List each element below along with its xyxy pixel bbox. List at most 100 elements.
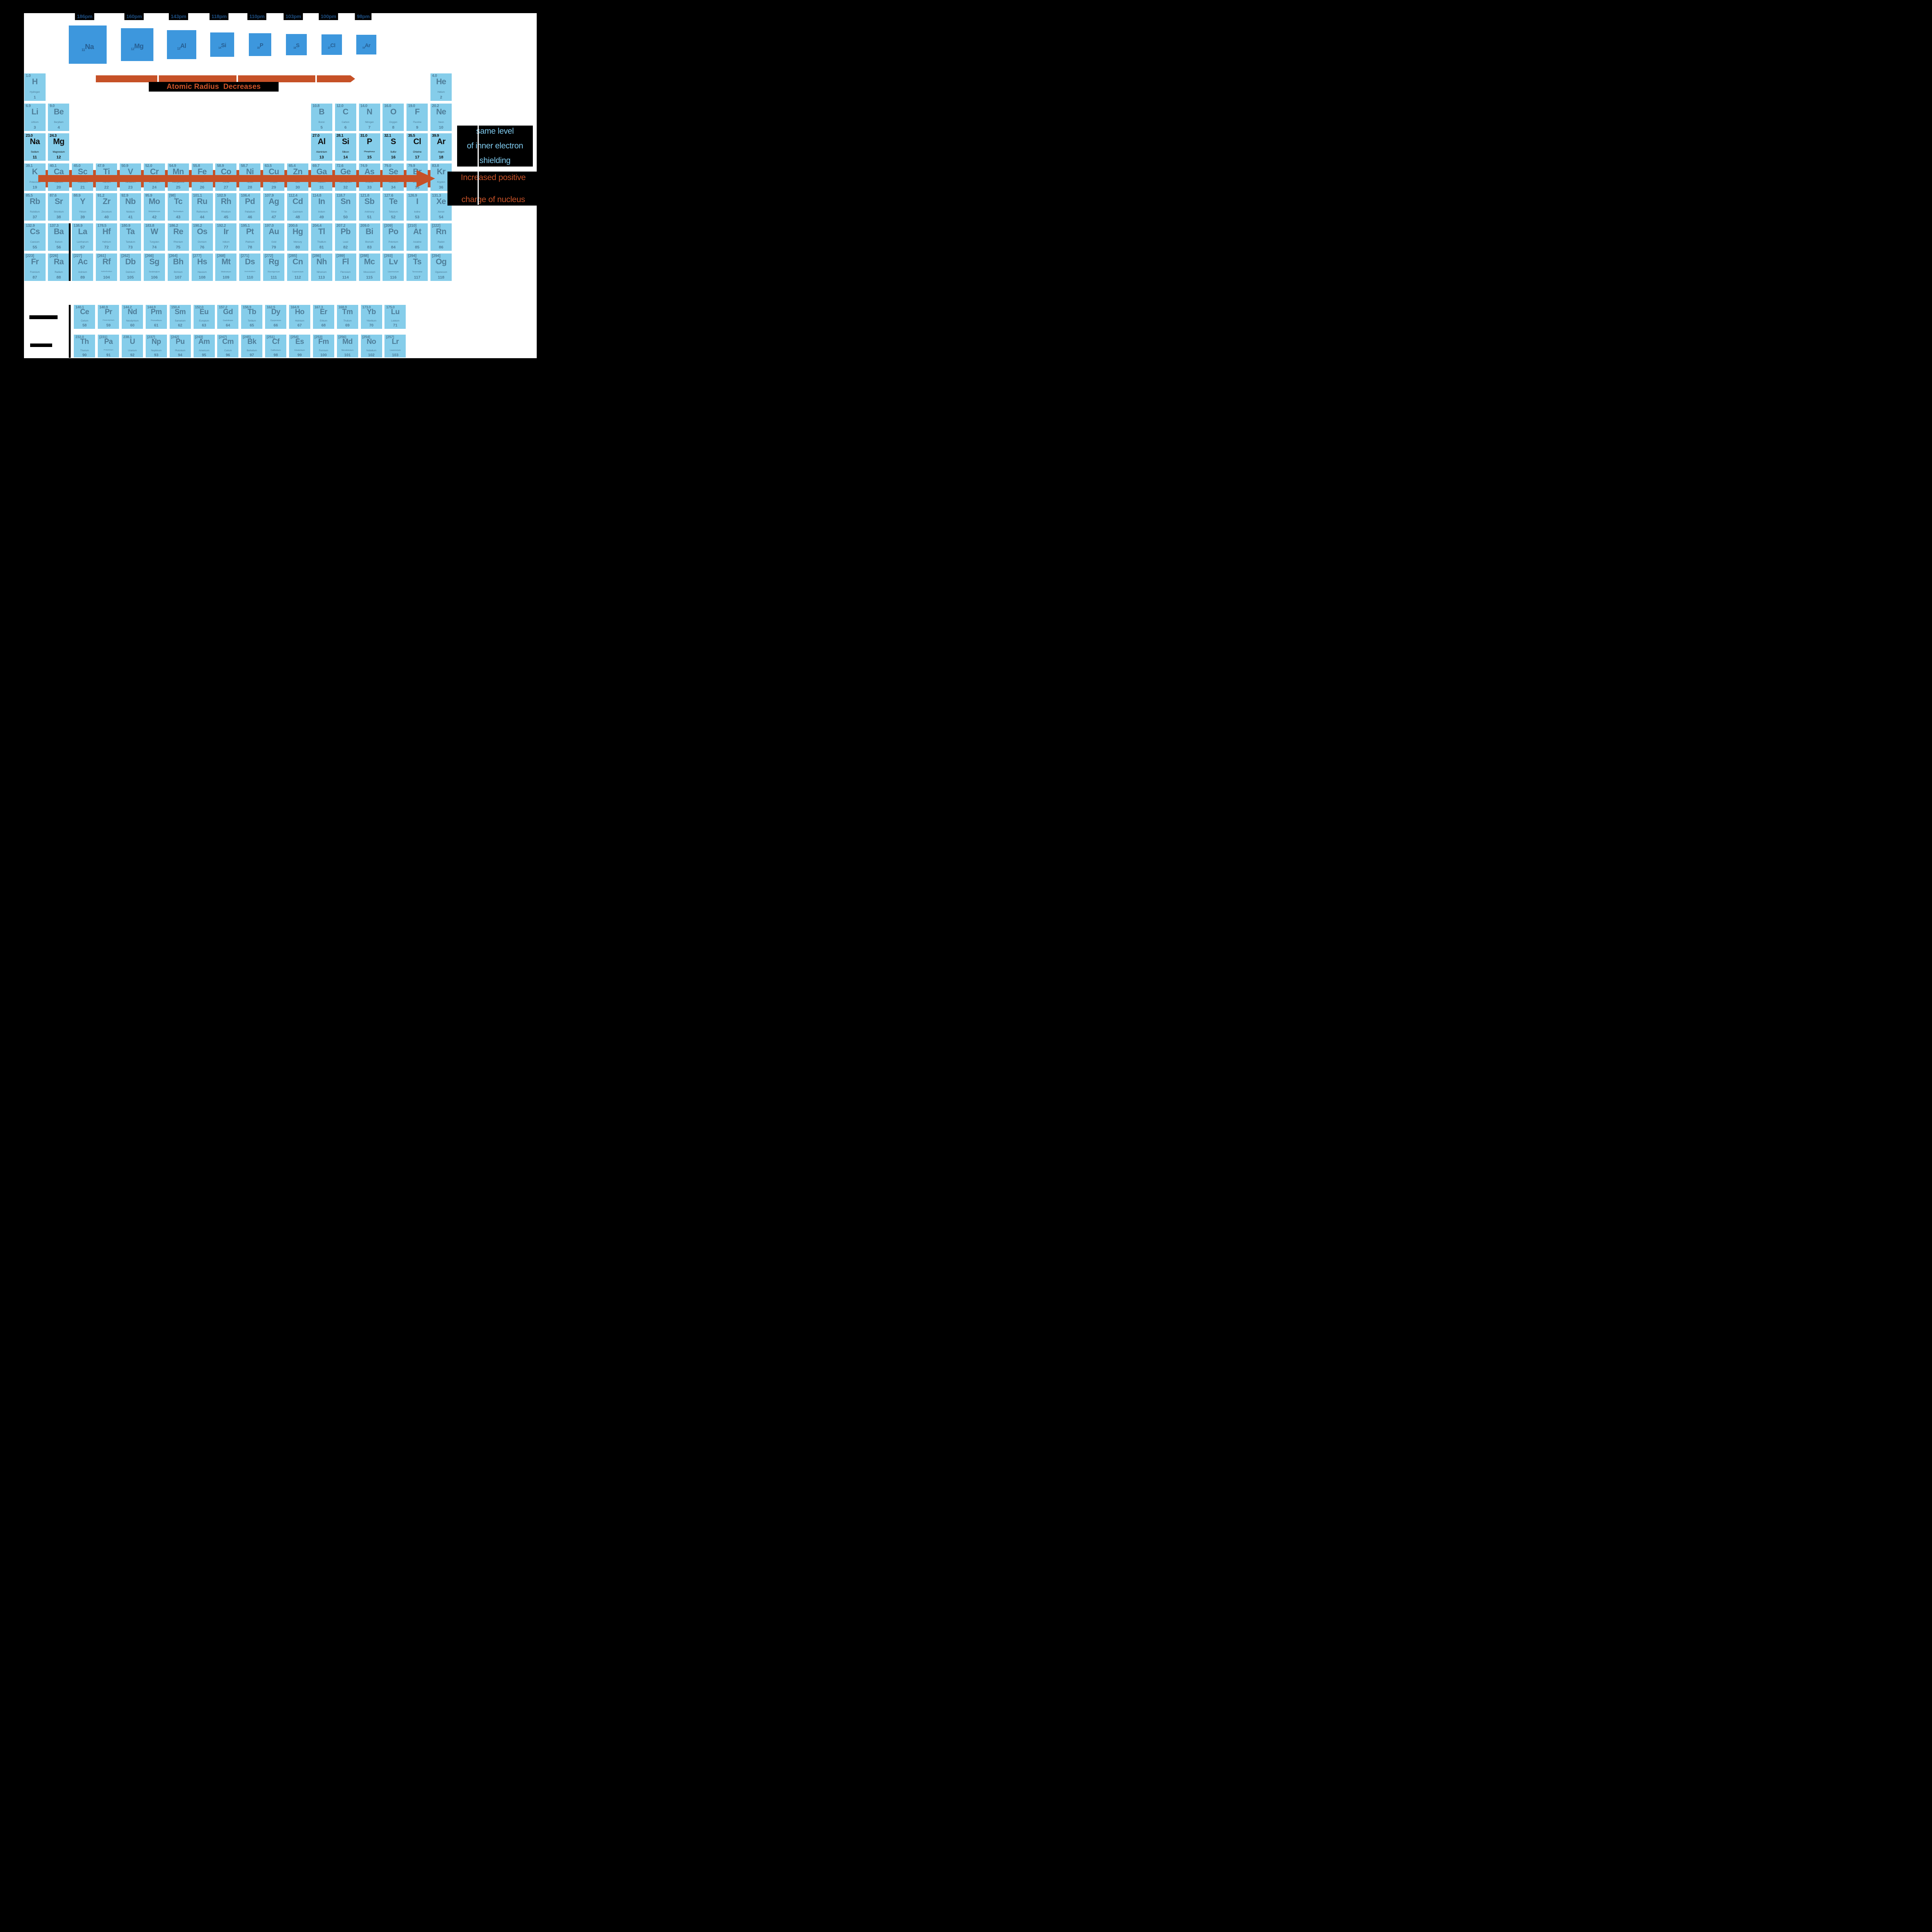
tile-name: Antimony (364, 211, 374, 214)
tile-symbol: Ds (245, 257, 255, 266)
tile-symbol: Nb (125, 197, 136, 206)
tile-mass: [262] (121, 253, 130, 258)
tile-name: Seaborgium (149, 270, 160, 273)
tile-number: 72 (104, 245, 109, 250)
tile-symbol: Dy (271, 308, 281, 316)
tile-mass: 54.9 (169, 163, 176, 168)
atom-square-P: 15P (248, 33, 272, 56)
tile-symbol: Rh (221, 197, 231, 206)
tile-number: 47 (271, 215, 276, 220)
tile-number: 107 (175, 275, 182, 280)
tile-mass: 183.8 (145, 224, 154, 228)
tile-symbol: Hg (293, 227, 303, 236)
pm-radius-label: 110pm (247, 13, 267, 20)
tile-name: Americum (199, 349, 209, 352)
tile-number: 15 (367, 155, 372, 160)
tile-name: Tantalum (126, 241, 135, 243)
tile-mass: 74.9 (360, 163, 367, 168)
tile-mass: 92.9 (121, 194, 128, 198)
tile-number: 42 (152, 215, 157, 220)
tile-mass: 85.5 (26, 194, 33, 198)
tile-symbol: Lr (391, 338, 399, 346)
tile-name: Luteium (391, 320, 400, 322)
tile-mass: [254] (362, 335, 371, 339)
period4-arrowhead-icon (417, 170, 435, 187)
tile-name: Bismuth (365, 241, 374, 243)
tile-name: Mercury (293, 241, 302, 243)
pm-radius-label: 100pm (318, 13, 338, 20)
tile-symbol: Cd (293, 197, 303, 206)
tile-mass: 24.3 (49, 134, 57, 138)
tile-name: Moscovium (363, 270, 376, 274)
tile-symbol: Se (388, 167, 398, 176)
atom-symbol: 17Cl (328, 42, 335, 50)
tile-number: 82 (343, 245, 348, 250)
tile-number: 116 (390, 275, 397, 280)
tile-name: Phosphorus (364, 151, 375, 153)
tile-number: 68 (321, 323, 326, 328)
tile-name: Technetium (173, 211, 184, 213)
tile-symbol: Es (295, 338, 304, 346)
pm-radius-label: 98pm (355, 13, 372, 20)
tile-mass: 158.9 (243, 305, 252, 310)
tile-number: 5 (320, 125, 323, 130)
tile-mass: [253] (314, 335, 323, 339)
tile-name: Fluorine (413, 121, 422, 124)
tile-mass: 47.9 (97, 163, 105, 168)
tile-number: 92 (130, 353, 135, 357)
tile-name: Osmium (197, 241, 207, 243)
tile-symbol: Sb (364, 197, 374, 206)
actinide-legend-bar (30, 344, 52, 347)
tile-symbol: Mc (364, 257, 375, 266)
tile-number: 73 (128, 245, 133, 250)
pm-radius-label: 118pm (209, 13, 229, 20)
tile-number: 13 (319, 155, 324, 160)
tile-symbol: Na (30, 137, 40, 146)
tile-mass: [245] (243, 335, 251, 339)
series-separator-bar (69, 223, 71, 281)
tile-mass: 150.4 (171, 305, 180, 310)
tile-symbol: Mo (148, 197, 160, 206)
tile-mass: [256] (338, 335, 347, 339)
atomic-radius-label: Atomic Radius Decreases (167, 82, 261, 91)
tile-name: Protactinium (104, 349, 114, 351)
tile-number: 75 (176, 245, 181, 250)
tile-symbol: Rf (102, 257, 111, 266)
tile-symbol: S (391, 137, 396, 146)
atom-symbol: 18Ar (362, 42, 371, 49)
tile-name: Oganesson (435, 270, 447, 274)
arrow-bar-segment (159, 75, 236, 82)
tile-mass: [98] (169, 194, 176, 198)
tile-symbol: Rg (269, 257, 279, 266)
tile-name: Tungsten (149, 241, 159, 243)
tile-symbol: Cf (272, 338, 280, 346)
tile-number: 98 (274, 353, 278, 357)
tile-number: 14 (343, 155, 348, 160)
tile-mass: 55.8 (193, 163, 200, 168)
tile-name: Titanium (102, 180, 111, 184)
tile-number: 62 (178, 323, 182, 328)
tile-number: 45 (224, 215, 228, 220)
tile-mass: 131.3 (432, 194, 441, 198)
tile-symbol: Pa (104, 338, 113, 346)
tile-mass: 87.6 (49, 194, 57, 198)
tile-number: 70 (369, 323, 374, 328)
tile-symbol: Tc (174, 197, 183, 206)
tile-name: Platinum (245, 241, 255, 243)
tile-name: Sodium (31, 151, 39, 154)
tile-mass: 192.2 (217, 224, 226, 228)
tile-number: 44 (200, 215, 204, 220)
lanthanide-legend-bar (29, 315, 58, 319)
